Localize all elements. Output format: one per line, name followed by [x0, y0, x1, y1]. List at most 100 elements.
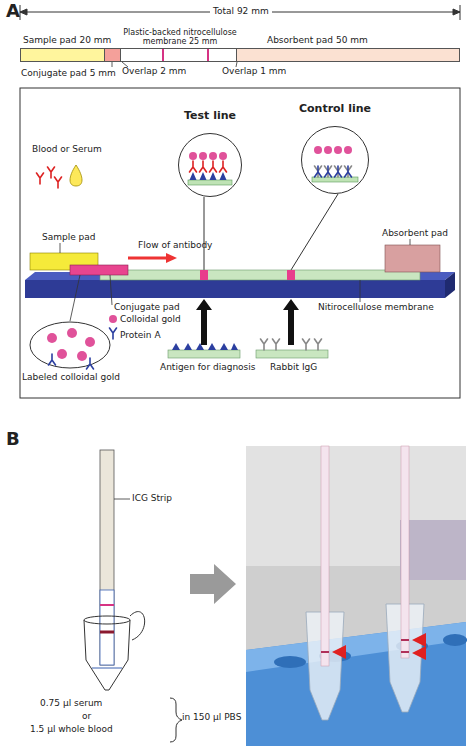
- part-label: Conjugate pad: [114, 302, 180, 313]
- labeled-gold-detail: [49, 354, 56, 365]
- labeled-gold-detail: [57, 349, 67, 359]
- brace: [170, 698, 182, 742]
- antigen-pad: [208, 343, 216, 350]
- part-label: Protein A: [120, 330, 161, 341]
- dimension-line: [20, 5, 460, 20]
- photo: [246, 446, 466, 746]
- callout-pointer: [291, 194, 338, 270]
- control-line-detail: [335, 166, 342, 177]
- antigen-pad: [184, 343, 192, 350]
- blood-antibody: [37, 167, 62, 188]
- photo: [306, 612, 344, 720]
- test-line-detail: [188, 152, 232, 185]
- dimension-line: [20, 9, 27, 15]
- labeled-gold-detail: [30, 322, 110, 368]
- flow-arrow: [128, 257, 166, 260]
- control-line-detail: [335, 166, 342, 177]
- antigen-pad: [172, 343, 180, 350]
- part-label: ICG Strip: [132, 493, 172, 504]
- leader-line: [112, 62, 113, 67]
- strip-line: [163, 49, 208, 61]
- node-label: Plastic-backed nitrocellulose membrane 2…: [110, 28, 250, 46]
- icg-strip: [100, 604, 114, 606]
- part-label: Absorbent pad: [382, 228, 448, 239]
- photo: [443, 634, 467, 646]
- part-label: Blood or Serum: [32, 144, 102, 155]
- igg-pad: [256, 339, 328, 358]
- leader-line: [410, 239, 411, 245]
- leader-line: [110, 275, 112, 305]
- photo: [332, 645, 346, 659]
- leader-line: [360, 280, 361, 302]
- part-label: Nitirocellulose membrane: [318, 302, 434, 313]
- test-line-detail: [219, 152, 227, 160]
- test-line-detail: [189, 152, 197, 160]
- test-line-detail: [210, 172, 217, 180]
- labeled-gold-detail: [47, 333, 57, 343]
- labeled-gold-detail: [85, 337, 95, 347]
- flow-arrow: [128, 253, 177, 263]
- callout-pointer: [204, 194, 338, 270]
- igg-pad: [256, 350, 328, 358]
- labeled-gold-detail: [67, 328, 77, 338]
- control-line-bubble: Control line: [301, 126, 369, 194]
- test-line-detail: [190, 172, 197, 180]
- control-line-detail: [315, 166, 322, 177]
- dimension-label: Total 92 mm: [210, 6, 272, 17]
- control-line-detail: [325, 166, 332, 177]
- test-line-detail: [190, 172, 227, 180]
- labeled-gold-detail: [49, 354, 94, 369]
- strip-line: [162, 49, 164, 61]
- volume-label: in 150 µl PBS: [182, 712, 241, 723]
- photo: [321, 446, 329, 666]
- part-label: Rabbit IgG: [270, 362, 317, 373]
- photo: [386, 604, 424, 712]
- control-line-detail: [325, 166, 332, 177]
- node-label: Test line: [165, 109, 255, 122]
- sample-tube: [84, 620, 130, 690]
- labeled-gold-detail: [77, 351, 87, 361]
- icg-strip: [100, 450, 114, 665]
- volume-label: or: [82, 711, 91, 722]
- panel-letter: A: [6, 0, 20, 22]
- protein-a-icon: [110, 328, 117, 339]
- panel-letter: B: [6, 428, 20, 450]
- up-arrow: [196, 299, 299, 345]
- antigen-pad: [168, 350, 240, 358]
- test-line-detail: [200, 161, 207, 172]
- volume-label: 1.5 µl whole blood: [30, 724, 113, 735]
- photo: [321, 651, 329, 653]
- part-label: Sample pad: [42, 232, 96, 243]
- igg-pad: [315, 339, 322, 350]
- dimension-line: [453, 9, 460, 15]
- control-line-detail: [312, 146, 358, 182]
- test-line-detail: [199, 152, 207, 160]
- test-line-bubble: Test line: [178, 133, 242, 197]
- test-line-detail: [189, 152, 227, 160]
- process-arrow: [190, 564, 236, 604]
- photo: [401, 651, 409, 653]
- igg-pad: [261, 339, 322, 350]
- control-line-detail: [345, 166, 352, 177]
- photo: [319, 650, 351, 662]
- igg-pad: [303, 339, 310, 350]
- blood-antibody: [55, 177, 62, 188]
- control-line-detail: [315, 166, 322, 177]
- photo: [412, 646, 426, 660]
- control-line-detail: [312, 177, 358, 182]
- blood-antibody: [37, 173, 44, 184]
- node-label: Control line: [290, 102, 380, 115]
- icg-strip: [100, 450, 114, 665]
- part-label: Labeled colloidal gold: [22, 372, 120, 383]
- antigen-pad: [196, 343, 204, 350]
- photo: [401, 639, 409, 641]
- dimension-label: Overlap 2 mm: [122, 66, 186, 77]
- sample-tube: [84, 612, 145, 690]
- antigen-pad: [231, 343, 238, 350]
- icg-strip: [100, 590, 114, 665]
- test-line-detail: [209, 152, 217, 160]
- leader-line: [60, 243, 61, 253]
